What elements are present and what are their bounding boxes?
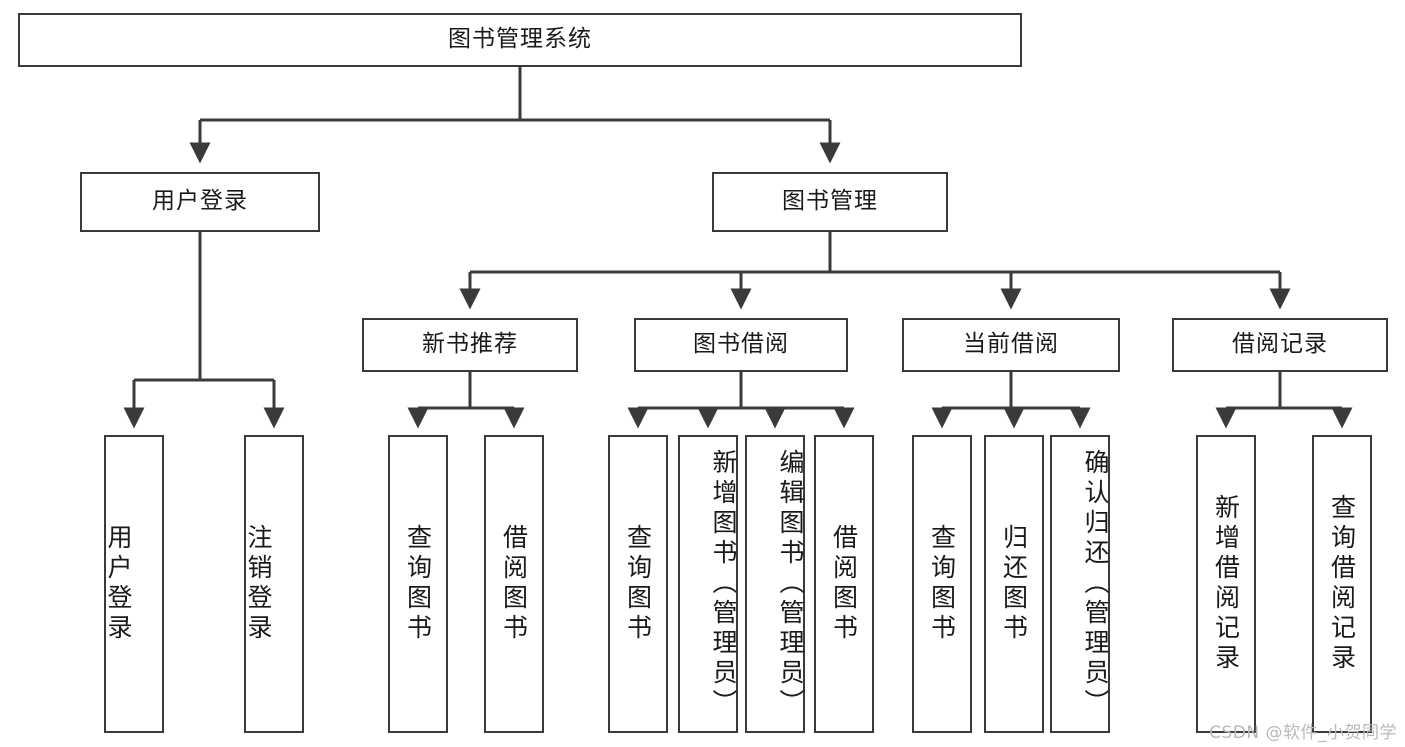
node-label: 查询图书 [403, 524, 433, 644]
node-root-book-management-system[interactable]: 图书管理系统 [18, 13, 1022, 67]
node-label: 图书管理系统 [448, 26, 592, 53]
leaf-user-login[interactable]: 用户登录 [104, 435, 164, 733]
node-label: 借阅记录 [1232, 331, 1328, 358]
leaf-return-book[interactable]: 归还图书 [984, 435, 1044, 733]
node-user-login[interactable]: 用户登录 [80, 172, 320, 232]
leaf-query-book-newbook[interactable]: 查询图书 [388, 435, 448, 733]
node-label: 借阅图书 [499, 524, 529, 644]
leaf-borrow-book-newbook[interactable]: 借阅图书 [484, 435, 544, 733]
node-label: 编辑图书（管理员） [776, 449, 805, 719]
node-label: 用户登录 [152, 188, 248, 215]
node-new-book-recommend[interactable]: 新书推荐 [362, 318, 578, 372]
node-label: 图书借阅 [693, 331, 789, 358]
leaf-logout-login[interactable]: 注销登录 [244, 435, 304, 733]
node-label: 用户登录 [104, 524, 133, 644]
node-label: 注销登录 [244, 524, 273, 644]
leaf-add-borrow-record[interactable]: 新增借阅记录 [1196, 435, 1256, 733]
leaf-query-borrow-record[interactable]: 查询借阅记录 [1312, 435, 1372, 733]
leaf-confirm-return-admin[interactable]: 确认归还（管理员） [1050, 435, 1110, 733]
node-borrow-record[interactable]: 借阅记录 [1172, 318, 1388, 372]
leaf-edit-book-admin[interactable]: 编辑图书（管理员） [745, 435, 805, 733]
node-label: 查询借阅记录 [1327, 494, 1357, 674]
node-book-management[interactable]: 图书管理 [712, 172, 948, 232]
node-label: 归还图书 [999, 524, 1029, 644]
node-current-borrow[interactable]: 当前借阅 [902, 318, 1120, 372]
leaf-add-book-admin[interactable]: 新增图书（管理员） [678, 435, 738, 733]
leaf-query-book-current[interactable]: 查询图书 [912, 435, 972, 733]
node-label: 图书管理 [782, 188, 878, 215]
leaf-query-book-borrow[interactable]: 查询图书 [608, 435, 668, 733]
node-label: 确认归还（管理员） [1081, 449, 1110, 719]
node-label: 查询图书 [927, 524, 957, 644]
node-label: 借阅图书 [829, 524, 859, 644]
node-label: 新书推荐 [422, 331, 518, 358]
node-label: 当前借阅 [963, 331, 1059, 358]
node-label: 新增图书（管理员） [709, 449, 738, 719]
node-label: 查询图书 [623, 524, 653, 644]
node-book-borrow[interactable]: 图书借阅 [634, 318, 848, 372]
csdn-watermark: CSDN @软件_小贺同学 [1209, 723, 1397, 743]
leaf-borrow-book[interactable]: 借阅图书 [814, 435, 874, 733]
node-label: 新增借阅记录 [1211, 494, 1241, 674]
